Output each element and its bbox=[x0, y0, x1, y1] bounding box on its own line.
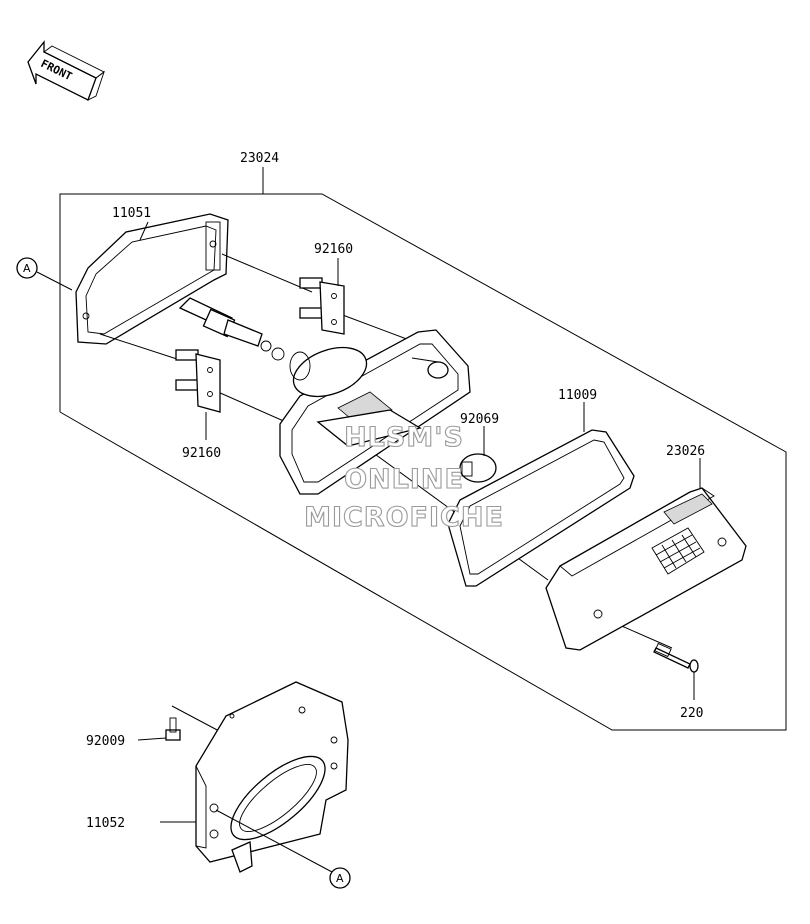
label-92009: 92009 bbox=[86, 734, 125, 749]
label-92160-bottom: 92160 bbox=[182, 446, 221, 461]
part-220-screw bbox=[653, 642, 699, 700]
watermark-line-1: HLSM'S bbox=[344, 422, 464, 453]
ref-a-left-label: A bbox=[23, 262, 31, 275]
label-92160-top: 92160 bbox=[314, 242, 353, 257]
part-23026-lens bbox=[545, 458, 747, 651]
bulb-socket-cable bbox=[178, 297, 285, 361]
reference-a-bottom bbox=[215, 809, 351, 889]
label-220: 220 bbox=[680, 706, 703, 721]
part-11009-gasket bbox=[447, 402, 635, 587]
label-92069: 92069 bbox=[460, 412, 499, 427]
watermark-line-3: MICROFICHE bbox=[304, 502, 504, 533]
watermark-line-2: ONLINE bbox=[344, 464, 464, 495]
lamp-housing bbox=[279, 329, 471, 495]
label-23024: 23024 bbox=[240, 151, 279, 166]
ref-a-bottom-label: A bbox=[336, 872, 344, 885]
part-92160-upper bbox=[299, 258, 345, 335]
reference-a-left bbox=[16, 257, 73, 291]
label-11052: 11052 bbox=[86, 816, 125, 831]
front-arrow: FRONT bbox=[27, 40, 105, 101]
part-11051-plate bbox=[75, 213, 229, 345]
part-92160-lower bbox=[175, 349, 221, 440]
label-11009: 11009 bbox=[558, 388, 597, 403]
assembly-frame bbox=[59, 167, 787, 731]
label-23026: 23026 bbox=[666, 444, 705, 459]
watermark: HLSM'S ONLINE MICROFICHE bbox=[304, 421, 504, 533]
part-11052-bracket bbox=[160, 681, 349, 873]
part-92069-bulb bbox=[459, 426, 497, 483]
label-11051: 11051 bbox=[112, 206, 151, 221]
